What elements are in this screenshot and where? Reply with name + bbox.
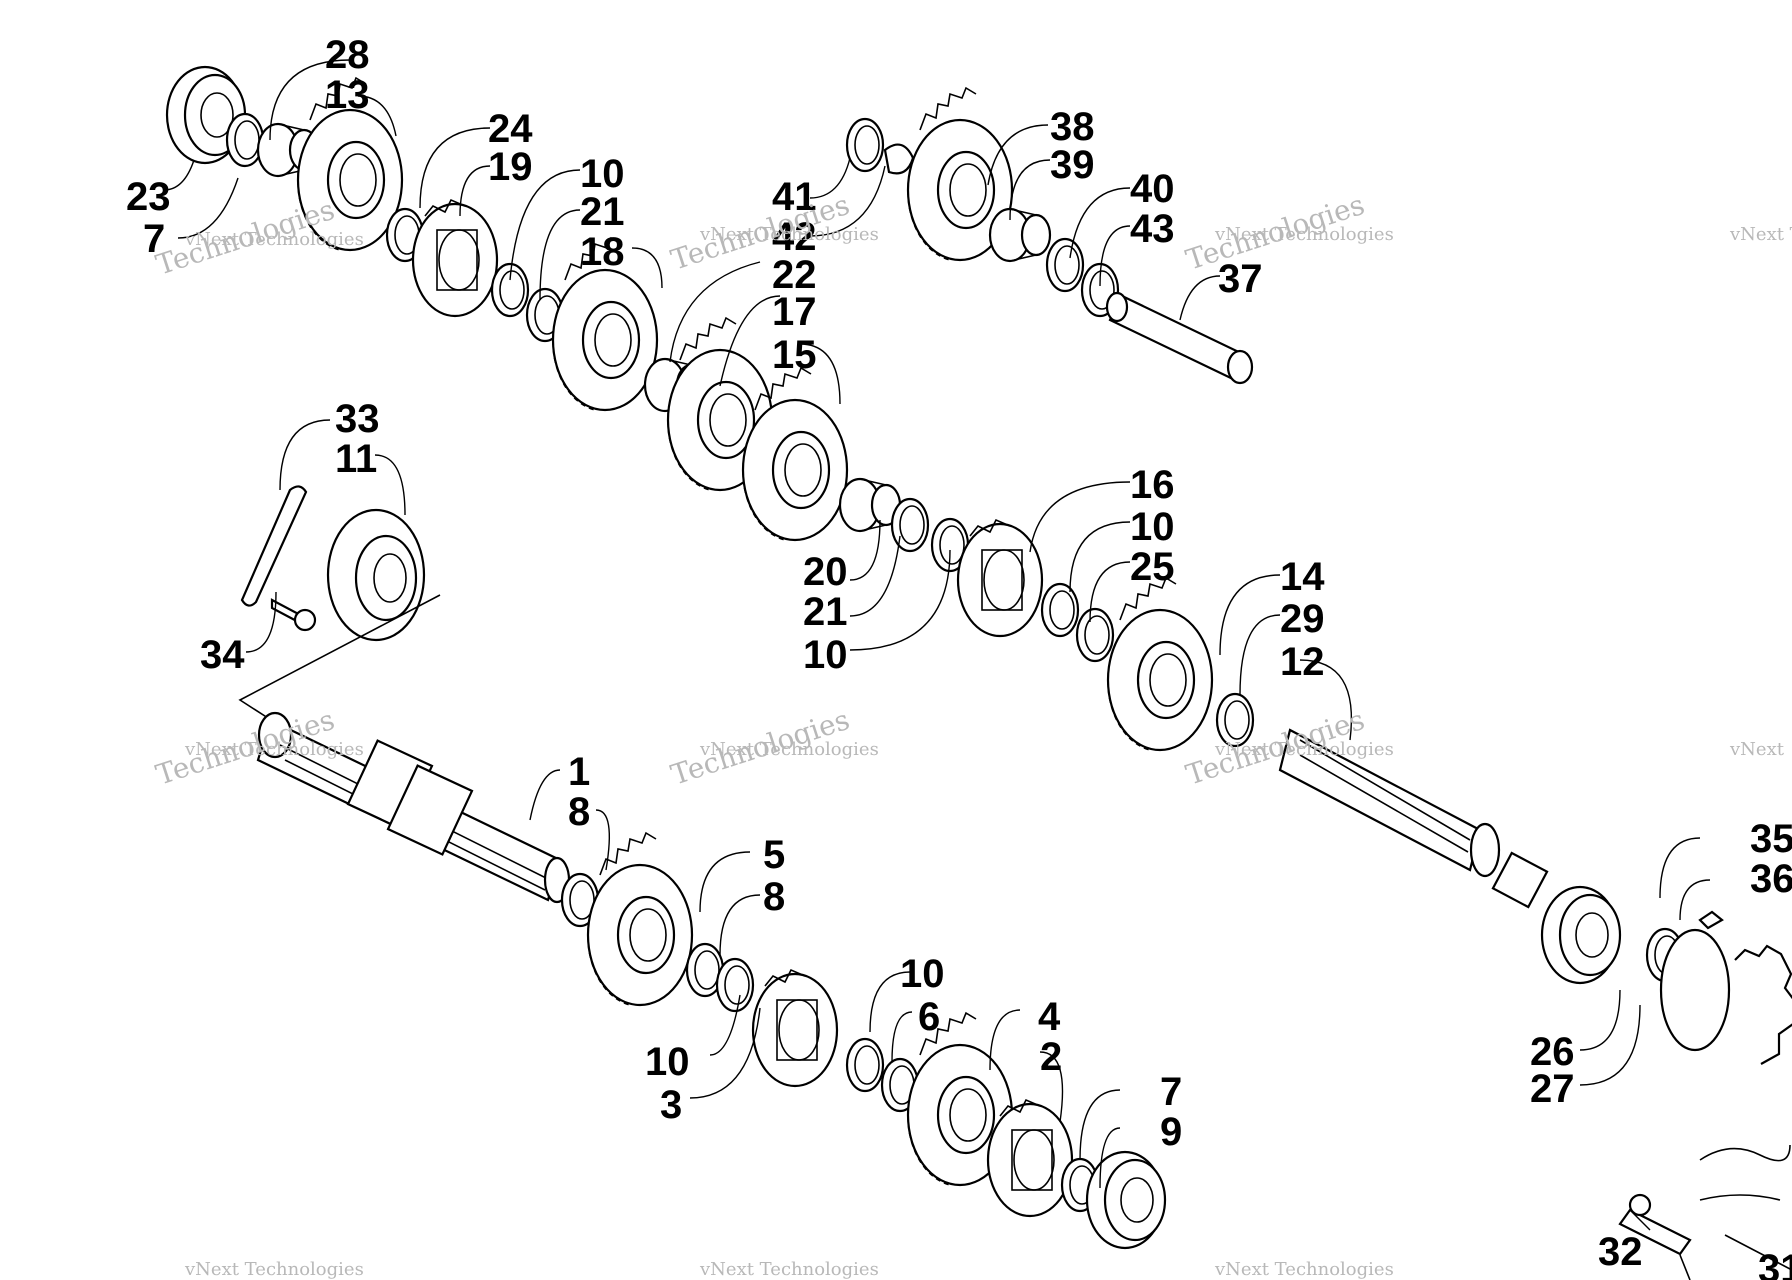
svg-text:vNext Technologies: vNext Technologies	[184, 739, 364, 760]
callout-37: 37	[1218, 257, 1263, 301]
callout-5: 5	[763, 833, 785, 877]
callout-40: 40	[1130, 167, 1175, 211]
svg-text:vNext Technologies: vNext Technologies	[184, 1259, 364, 1280]
callout-28: 28	[325, 33, 370, 77]
svg-text:vNext: vNext	[1729, 739, 1785, 760]
callout-41: 41	[772, 175, 817, 219]
callout-39: 39	[1050, 143, 1095, 187]
callout-8-b: 8	[763, 875, 785, 919]
callout-22: 22	[772, 253, 817, 297]
watermark-tr: vNext Technologies Technologies	[1182, 188, 1394, 277]
callout-8: 8	[568, 790, 590, 834]
watermark-right-mid: vNext	[1729, 739, 1785, 760]
callout-7-b: 7	[1160, 1070, 1182, 1114]
svg-text:vNext Technologies: vNext Technologies	[1214, 1259, 1394, 1280]
callout-4: 4	[1038, 995, 1061, 1039]
svg-text:vNext Technologies: vNext Technologies	[699, 1259, 879, 1280]
callout-10-c: 10	[803, 633, 848, 677]
callout-17: 17	[772, 290, 817, 334]
svg-text:vNext Technologies: vNext Technologies	[699, 739, 879, 760]
callout-36: 36	[1750, 857, 1792, 901]
mid-left-parts	[238, 485, 441, 719]
svg-text:vNext Technologies: vNext Technologies	[1214, 739, 1394, 760]
callout-labels: 28 13 23 7 24 19 10 21 18 41 42 22 17 15…	[126, 33, 1792, 1280]
callout-10-e: 10	[900, 952, 945, 996]
chain-parts	[1618, 910, 1792, 1280]
callout-9: 9	[1160, 1110, 1182, 1154]
callout-2: 2	[1040, 1035, 1062, 1079]
callout-34: 34	[200, 633, 245, 677]
callout-21-b: 21	[803, 590, 848, 634]
callout-7: 7	[143, 217, 165, 261]
leader-lines	[163, 59, 1711, 1231]
callout-1: 1	[568, 750, 590, 794]
watermark-bc: vNext Technologies	[699, 1259, 879, 1280]
callout-11: 11	[335, 437, 377, 481]
svg-text:vNext Technologies: vNext Technologies	[699, 224, 879, 245]
callout-26: 26	[1530, 1030, 1575, 1074]
callout-38: 38	[1050, 105, 1095, 149]
watermark-right-top: vNext Technologies	[1729, 224, 1792, 245]
svg-text:vNext Technologies: vNext Technologies	[184, 229, 364, 250]
svg-text:vNext Technologies: vNext Technologies	[1214, 224, 1394, 245]
callout-32: 32	[1598, 1230, 1643, 1274]
watermark-br: vNext Technologies	[1214, 1259, 1394, 1280]
callout-16: 16	[1130, 463, 1175, 507]
callout-27: 27	[1530, 1067, 1575, 1111]
callout-21: 21	[580, 190, 625, 234]
watermark-mc: vNext Technologies Technologies	[667, 703, 879, 792]
callout-43: 43	[1130, 207, 1175, 251]
callout-42: 42	[772, 215, 817, 259]
callout-25: 25	[1130, 545, 1175, 589]
callout-6: 6	[918, 995, 940, 1039]
callout-19: 19	[488, 145, 533, 189]
main-shaft-assembly	[256, 711, 1167, 1250]
callout-23: 23	[126, 175, 171, 219]
callout-10-d: 10	[645, 1040, 690, 1084]
callout-33: 33	[335, 397, 380, 441]
callout-29: 29	[1280, 597, 1325, 641]
callout-18: 18	[580, 230, 625, 274]
upper-shaft-assembly	[165, 65, 1792, 1065]
svg-text:vNext Technologies: vNext Technologies	[1729, 224, 1792, 245]
callout-14: 14	[1280, 555, 1325, 599]
callout-35: 35	[1750, 817, 1792, 861]
callout-24: 24	[488, 107, 533, 151]
callout-13: 13	[325, 73, 370, 117]
watermark-bl: vNext Technologies	[184, 1259, 364, 1280]
callout-3: 3	[660, 1083, 682, 1127]
callout-20: 20	[803, 550, 848, 594]
callout-12: 12	[1280, 640, 1325, 684]
callout-10-b: 10	[1130, 505, 1175, 549]
callout-31: 31	[1758, 1247, 1792, 1280]
upper-right-parts	[845, 86, 1254, 385]
callout-10: 10	[580, 152, 625, 196]
callout-15: 15	[772, 333, 817, 377]
